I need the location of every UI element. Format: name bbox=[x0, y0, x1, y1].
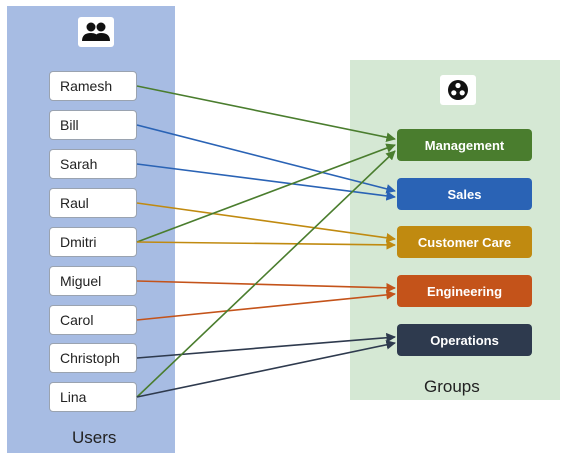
arrow-lina-to-operations bbox=[136, 340, 396, 398]
user-ramesh[interactable]: Ramesh bbox=[49, 71, 137, 101]
groups-caption: Groups bbox=[424, 377, 480, 396]
arrow-carol-to-engineering bbox=[136, 290, 396, 321]
arrow-bill-to-sales bbox=[136, 124, 396, 194]
group-operations[interactable]: Operations bbox=[397, 324, 532, 356]
arrow-miguel-to-engineering bbox=[136, 280, 396, 293]
users-caption: Users bbox=[72, 428, 117, 447]
user-sarah[interactable]: Sarah bbox=[49, 149, 137, 179]
user-raul[interactable]: Raul bbox=[49, 188, 137, 218]
user-miguel[interactable]: Miguel bbox=[49, 266, 137, 296]
user-lina[interactable]: Lina bbox=[49, 382, 137, 412]
group-circle-icon bbox=[440, 75, 476, 105]
user-christoph[interactable]: Christoph bbox=[49, 343, 137, 373]
arrow-dmitri-to-customer-care bbox=[136, 240, 396, 250]
user-dmitri[interactable]: Dmitri bbox=[49, 227, 137, 257]
arrow-christoph-to-operations bbox=[136, 332, 396, 359]
group-management[interactable]: Management bbox=[397, 129, 532, 161]
group-sales[interactable]: Sales bbox=[397, 178, 532, 210]
group-customer-care[interactable]: Customer Care bbox=[397, 226, 532, 258]
user-bill[interactable]: Bill bbox=[49, 110, 137, 140]
people-icon bbox=[78, 17, 114, 47]
arrow-ramesh-to-management bbox=[136, 85, 396, 142]
arrow-dmitri-to-management bbox=[136, 143, 396, 243]
user-carol[interactable]: Carol bbox=[49, 305, 137, 335]
group-engineering[interactable]: Engineering bbox=[397, 275, 532, 307]
arrow-lina-to-management bbox=[136, 150, 396, 398]
arrow-raul-to-customer-care bbox=[136, 202, 396, 243]
